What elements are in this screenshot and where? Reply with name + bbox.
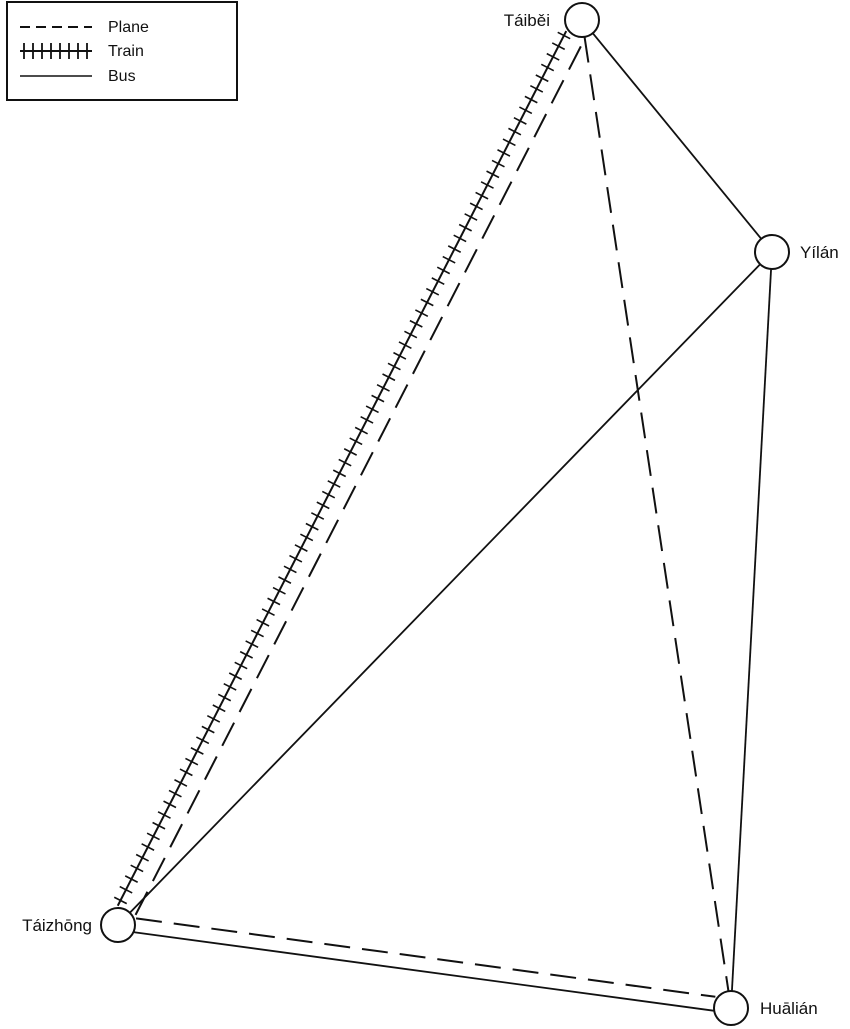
legend: Plane Train Bus — [6, 1, 238, 101]
city-label-taizhong: Táizhōng — [22, 916, 92, 935]
city-label-taibei: Táiběi — [504, 11, 550, 30]
legend-bus-label: Bus — [108, 68, 136, 85]
route-plane-taizhong-hualian — [135, 917, 716, 998]
legend-train-swatch — [20, 43, 92, 59]
route-plane-taibei-hualian — [583, 36, 730, 992]
route-bus-taizhong-hualian — [134, 931, 714, 1012]
city-node-yilan — [754, 234, 790, 270]
city-node-hualian — [713, 990, 749, 1026]
route-plane-taizhong-taibei — [134, 39, 585, 916]
city-node-taizhong — [100, 907, 136, 943]
route-train-taizhong-taibei — [113, 30, 571, 907]
city-label-yilan: Yílán — [800, 243, 839, 262]
city-node-taibei — [564, 2, 600, 38]
route-bus-yilan-hualian — [731, 268, 772, 992]
legend-plane-label: Plane — [108, 19, 149, 36]
city-labels: Táiběi Yílán Táizhōng Huālián — [22, 11, 839, 1018]
route-bus-taizhong-yilan — [129, 263, 761, 914]
route-bus-taibei-yilan — [592, 32, 762, 240]
city-nodes — [100, 2, 790, 1026]
city-label-hualian: Huālián — [760, 999, 818, 1018]
legend-train-label: Train — [108, 43, 144, 60]
route-lines — [113, 30, 772, 1012]
